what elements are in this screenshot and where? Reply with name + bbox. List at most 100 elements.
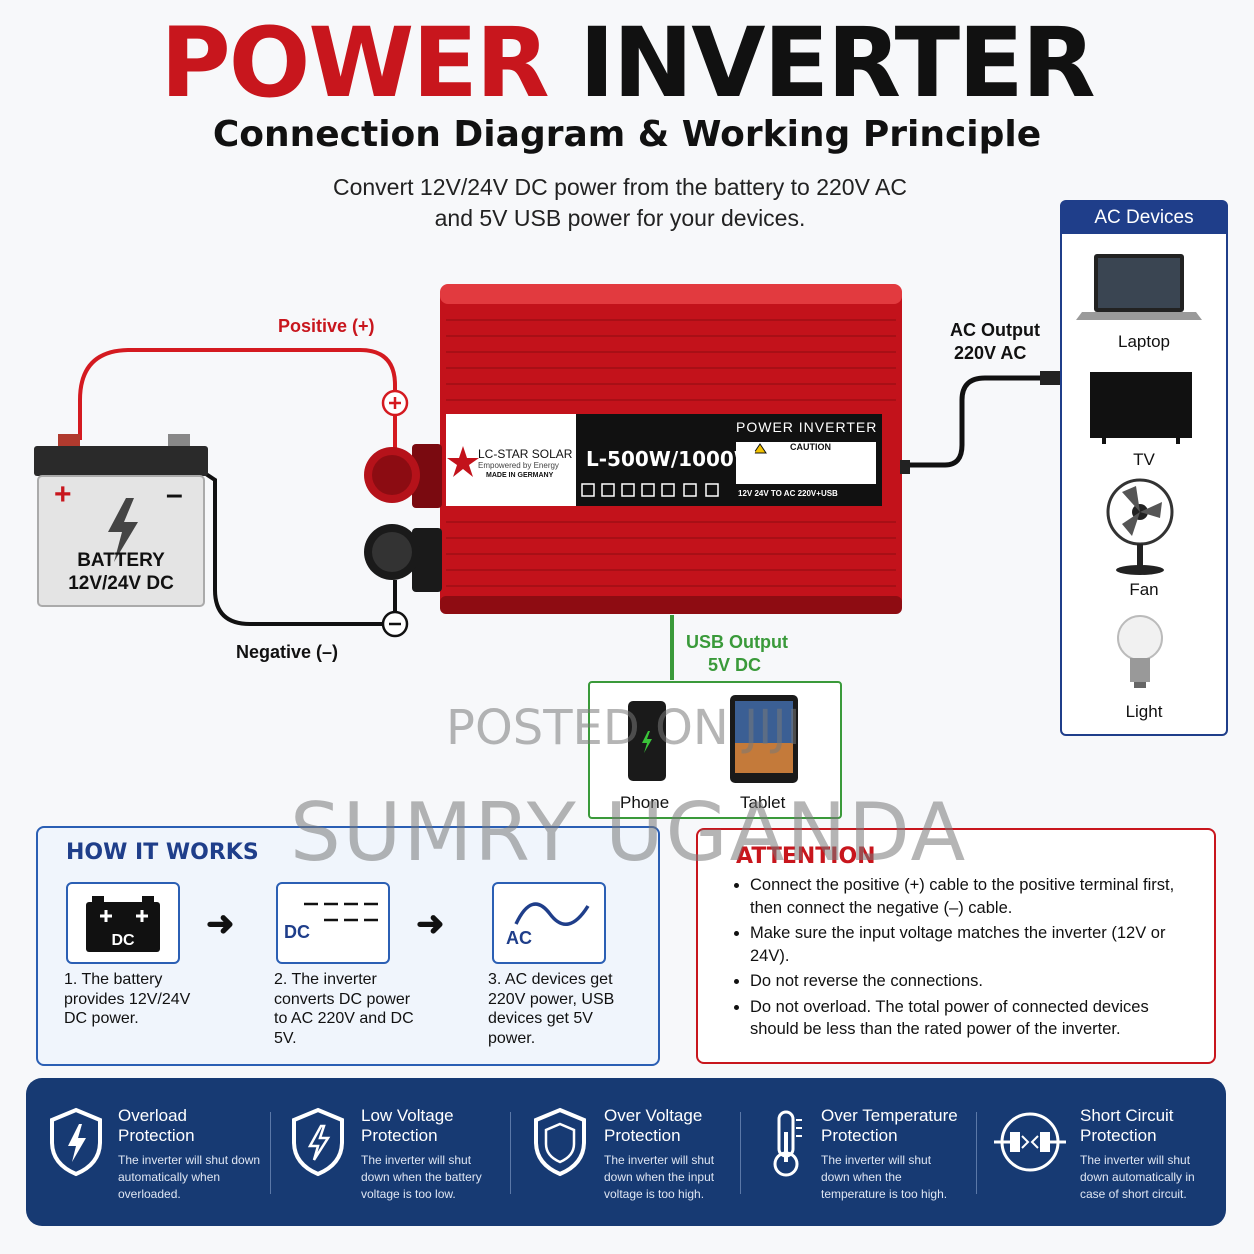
battery-graphic xyxy=(34,434,208,607)
desc-line-1: Convert 12V/24V DC power from the batter… xyxy=(332,174,907,200)
inverter-model: L-500W/1000W xyxy=(586,447,756,471)
star-logo-icon xyxy=(447,446,479,477)
ac-wave-icon xyxy=(514,902,590,926)
tablet-icon xyxy=(730,695,798,783)
ac-devices-panel: AC Devices Laptop TV Fan Light xyxy=(1060,200,1228,736)
step-3-badge: AC xyxy=(506,928,532,948)
laptop-icon xyxy=(1076,254,1202,320)
inverter-specs: 12V 24V TO AC 220V+USB xyxy=(738,489,838,498)
usb-output-label: USB Output xyxy=(686,632,788,652)
protection-desc: The inverter will shut down when the bat… xyxy=(361,1153,482,1201)
step-3-text: 3. AC devices get 220V power, USB device… xyxy=(488,971,615,1047)
watermark-posted: POSTED ON JIJI xyxy=(446,700,801,756)
device-laptop: Laptop xyxy=(1118,332,1170,351)
usb-device-icons xyxy=(628,695,798,783)
desc-line-2: and 5V USB power for your devices. xyxy=(434,205,806,231)
protection-low-voltage: Low Voltage Protection The inverter will… xyxy=(361,1106,501,1254)
protection-desc: The inverter will shut down when the inp… xyxy=(604,1153,715,1201)
inverter-made-in: MADE IN GERMANY xyxy=(486,472,554,479)
usb-output-voltage: 5V DC xyxy=(708,655,762,675)
protection-desc: The inverter will shut down when the tem… xyxy=(821,1153,948,1201)
battery-icon xyxy=(86,896,160,952)
battery-plus: + xyxy=(54,478,72,511)
how-it-works-panel: HOW IT WORKS DC ➜ DC ➜ AC 1. The battery… xyxy=(36,826,660,1066)
step-2-text: 2. The inverter converts DC power to AC … xyxy=(274,971,414,1047)
page-title: POWER INVERTER xyxy=(0,8,1254,118)
device-tv: TV xyxy=(1133,450,1155,469)
inverter-device xyxy=(364,284,910,614)
title-power: POWER xyxy=(160,7,549,119)
ac-devices-title: AC Devices xyxy=(1062,202,1226,234)
protection-short-circuit: Short Circuit Protection The inverter wi… xyxy=(1080,1106,1220,1254)
protection-features-bar: Overload Protection The inverter will sh… xyxy=(26,1078,1226,1226)
protection-over-voltage: Over Voltage Protection The inverter wil… xyxy=(604,1106,744,1254)
ac-output-label: AC Output xyxy=(950,320,1040,340)
inverter-caution: CAUTION xyxy=(790,442,831,452)
shield-bolt-icon xyxy=(292,1107,344,1177)
page-description: Convert 12V/24V DC power from the batter… xyxy=(300,172,940,234)
protection-title: Over Voltage Protection xyxy=(604,1106,703,1145)
plus-sign-icon xyxy=(389,397,401,409)
attention-item: Connect the positive (+) cable to the po… xyxy=(750,874,1190,919)
inverter-plate-title: POWER INVERTER xyxy=(736,419,878,435)
positive-label: Positive (+) xyxy=(278,316,375,336)
shield-bolt-icon xyxy=(50,1107,102,1177)
ac-plug xyxy=(1040,371,1062,385)
positive-cable xyxy=(78,348,397,458)
usb-devices-panel: Phone Tablet xyxy=(588,681,842,819)
protection-title: Short Circuit Protection xyxy=(1080,1106,1174,1145)
attention-panel: ATTENTION Connect the positive (+) cable… xyxy=(696,828,1216,1064)
device-light: Light xyxy=(1125,702,1163,721)
protection-title: Low Voltage Protection xyxy=(361,1106,454,1145)
battery-label: BATTERY xyxy=(77,550,165,571)
attention-list: Connect the positive (+) cable to the po… xyxy=(728,874,1190,1044)
attention-item: Do not overload. The total power of conn… xyxy=(750,996,1190,1041)
ac-device-icons xyxy=(1076,254,1202,688)
watermark-seller: SUMRY UGANDA xyxy=(290,786,968,879)
step-2-badge: DC xyxy=(284,922,310,942)
ac-output-cable xyxy=(905,375,1062,468)
divider xyxy=(510,1112,511,1194)
how-it-works-title: HOW IT WORKS xyxy=(66,840,259,865)
lightning-icon xyxy=(108,498,138,562)
protection-over-temperature: Over Temperature Protection The inverter… xyxy=(821,1106,961,1254)
inverter-brand-tag: Empowered by Energy xyxy=(478,461,559,470)
thermometer-icon xyxy=(773,1110,802,1177)
divider xyxy=(270,1112,271,1194)
step-2-box: DC xyxy=(276,882,390,964)
battery-minus: – xyxy=(166,478,183,511)
device-fan: Fan xyxy=(1129,580,1159,599)
step-3-box: AC xyxy=(492,882,606,964)
protection-overload: Overload Protection The inverter will sh… xyxy=(118,1106,268,1254)
device-phone: Phone xyxy=(620,793,670,812)
protection-desc: The inverter will shut down automaticall… xyxy=(118,1153,261,1201)
step-1-text: 1. The battery provides 12V/24V DC power… xyxy=(64,971,191,1027)
page-subtitle: Connection Diagram & Working Principle xyxy=(212,114,1042,155)
divider xyxy=(740,1112,741,1194)
title-inverter: INVERTER xyxy=(579,7,1096,119)
protection-title: Over Temperature Protection xyxy=(821,1106,958,1145)
battery-voltage: 12V/24V DC xyxy=(68,573,174,594)
tv-icon xyxy=(1090,372,1192,444)
fan-icon xyxy=(1106,478,1174,575)
ac-output-voltage: 220V AC xyxy=(954,343,1027,363)
short-circuit-icon xyxy=(994,1112,1066,1172)
step-1-box: DC xyxy=(66,882,180,964)
protection-desc: The inverter will shut down automaticall… xyxy=(1080,1153,1195,1201)
connection-diagram xyxy=(78,284,1062,680)
dc-symbol-icon xyxy=(304,902,378,922)
protection-title: Overload Protection xyxy=(118,1106,195,1145)
caution-icon xyxy=(753,443,767,454)
light-bulb-icon xyxy=(1117,615,1163,688)
shield-icon xyxy=(534,1107,586,1177)
device-tablet: Tablet xyxy=(740,793,786,812)
arrow-right-icon: ➜ xyxy=(206,905,235,943)
step-1-badge: DC xyxy=(111,932,135,949)
divider xyxy=(976,1112,977,1194)
negative-cable xyxy=(178,438,397,626)
arrow-right-icon: ➜ xyxy=(416,905,445,943)
negative-label: Negative (–) xyxy=(236,642,339,662)
inverter-brand: LC-STAR SOLAR xyxy=(478,447,573,461)
attention-item: Do not reverse the connections. xyxy=(750,970,1190,993)
phone-icon xyxy=(628,701,666,781)
